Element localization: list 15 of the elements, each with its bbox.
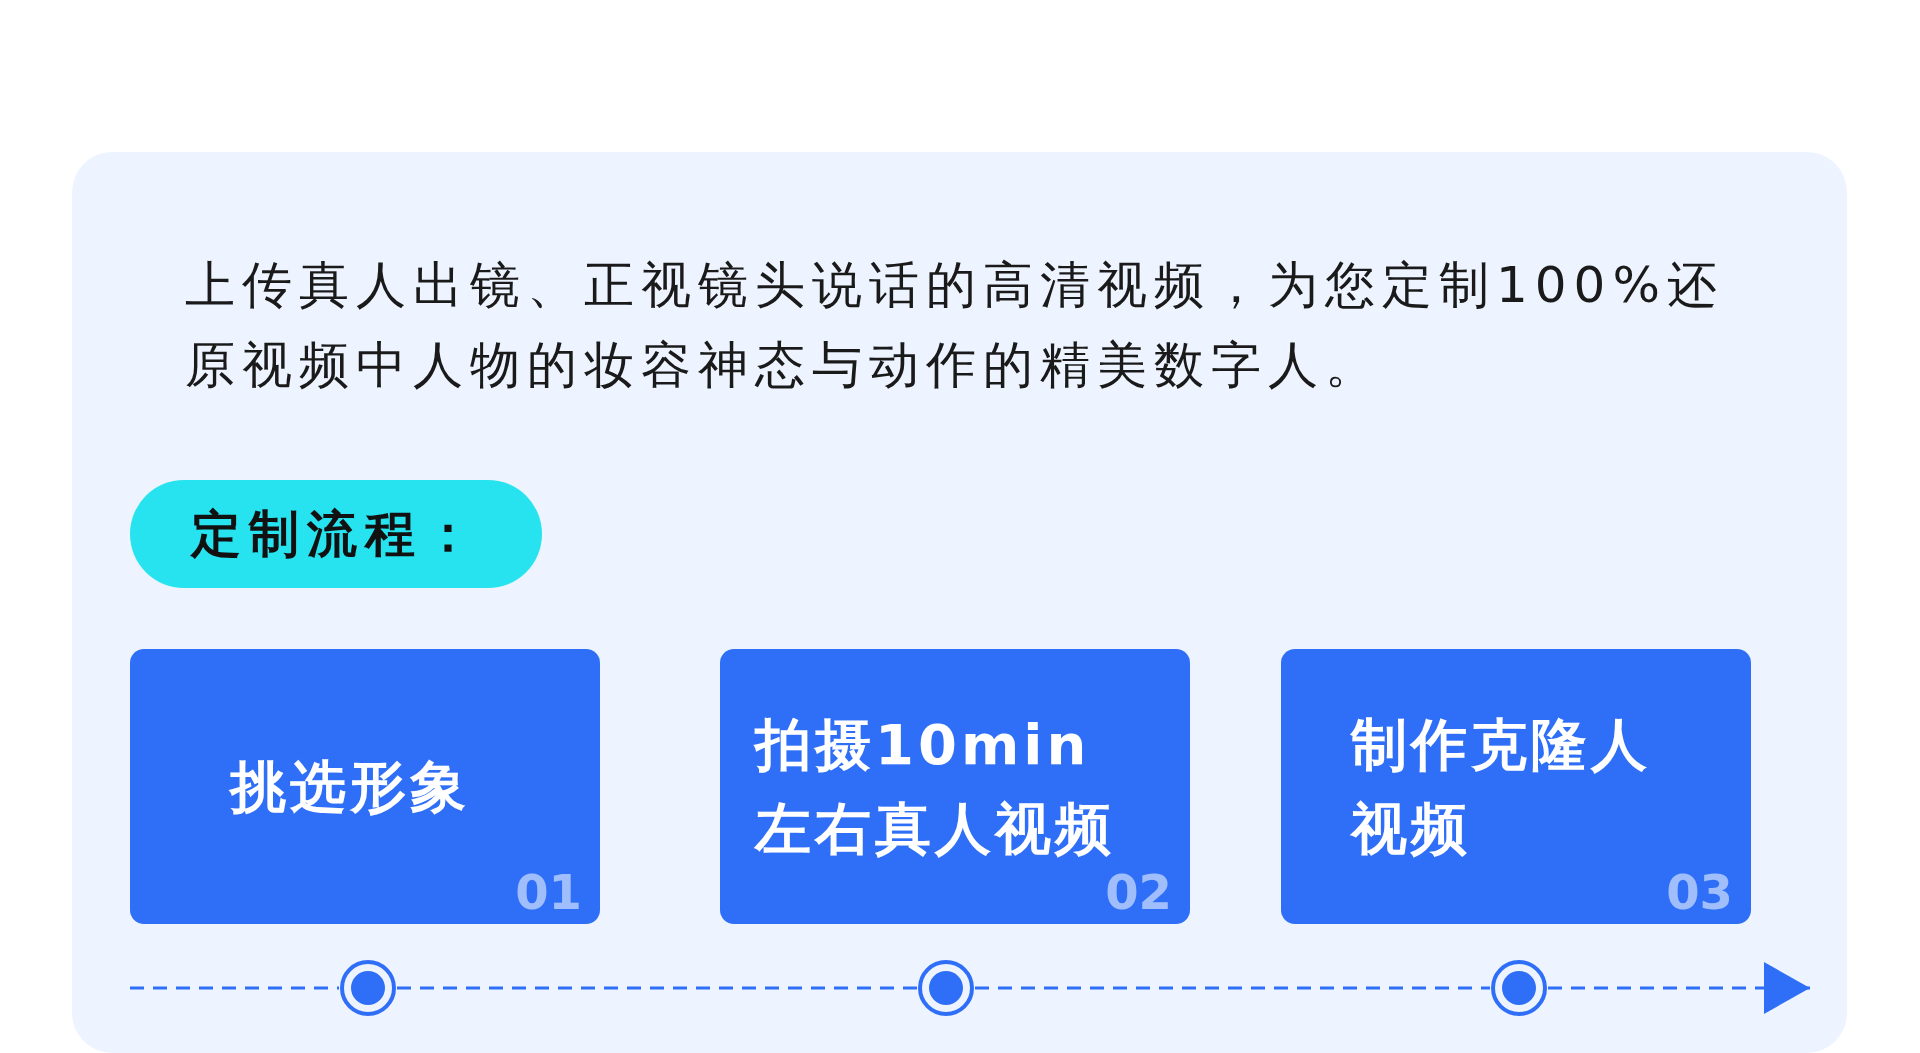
heading-pill: 定制流程： — [130, 480, 542, 588]
step-text: 拍摄10min左右真人视频 — [755, 710, 1116, 863]
step-number: 03 — [1666, 868, 1733, 916]
step-card — [720, 649, 1190, 924]
timeline-line — [975, 986, 1490, 990]
step-card — [1281, 649, 1751, 924]
step-text: 挑选形象 — [230, 752, 470, 821]
timeline-line — [397, 986, 917, 990]
step-card — [130, 649, 600, 924]
step-number: 02 — [1105, 868, 1172, 916]
timeline-arrow — [1548, 962, 1810, 1014]
timeline-line — [130, 986, 339, 990]
step-number: 01 — [515, 868, 582, 916]
step-text: 制作克隆人视频 — [1351, 710, 1652, 863]
description-text: 上传真人出镜、正视镜头说话的高清视频，为您定制100%还原视频中人物的妆容神态与动作的精美数字人。 — [185, 255, 1725, 396]
